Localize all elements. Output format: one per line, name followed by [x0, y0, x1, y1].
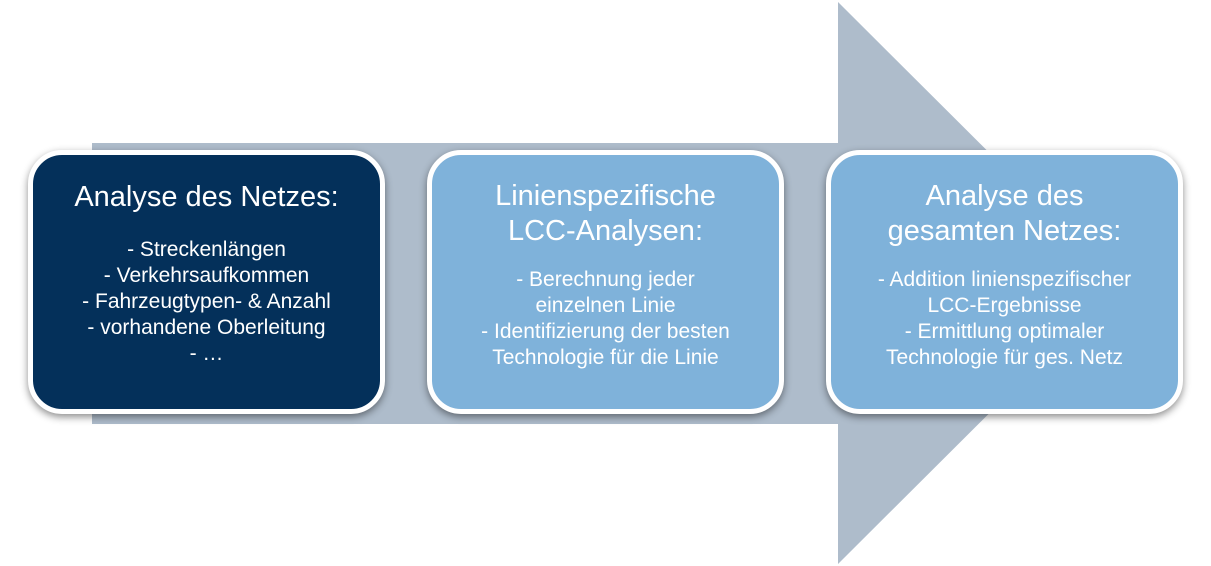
step-full-network-analysis: Analyse des gesamten Netzes: - Addition … — [826, 150, 1183, 414]
list-item: - Fahrzeugtypen- & Anzahl — [82, 290, 331, 313]
step-item-list: - Streckenlängen - Verkehrsaufkommen - F… — [82, 237, 331, 367]
step-item-list: - Berechnung jeder einzelnen Linie - Ide… — [481, 267, 730, 371]
step-line-lcc-analysis: Linienspezifische LCC-Analysen: - Berech… — [427, 150, 784, 414]
list-item: - vorhandene Oberleitung — [87, 316, 326, 339]
list-item: - Verkehrsaufkommen — [103, 264, 310, 287]
step-title: Linienspezifische LCC-Analysen: — [495, 180, 716, 247]
step-title: Analyse des gesamten Netzes: — [887, 180, 1122, 247]
step-network-analysis: Analyse des Netzes: - Streckenlängen - V… — [28, 150, 385, 414]
list-item: - Addition linienspezifischer LCC-Ergebn… — [877, 268, 1132, 317]
list-item: - Ermittlung optimaler Technologie für g… — [886, 320, 1123, 369]
list-item: - Berechnung jeder einzelnen Linie — [516, 268, 695, 317]
step-item-list: - Addition linienspezifischer LCC-Ergebn… — [878, 267, 1131, 371]
list-item: - Identifizierung der besten Technologie… — [481, 320, 730, 369]
step-title: Analyse des Netzes: — [74, 181, 339, 213]
list-item: - … — [189, 342, 224, 365]
list-item: - Streckenlängen — [127, 238, 286, 261]
